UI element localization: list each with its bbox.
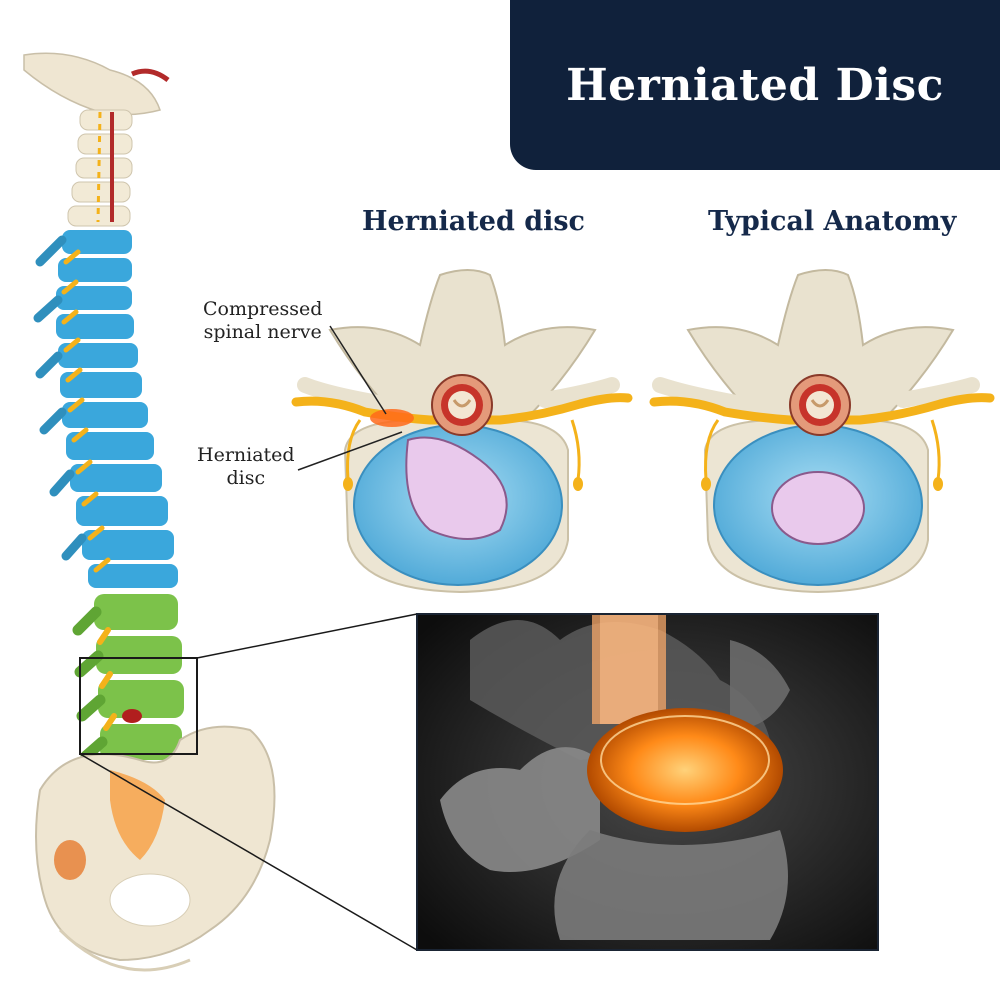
skull-base-shape [23, 52, 161, 116]
herniated-disc-heading: Herniated disc [362, 206, 586, 237]
title-banner: Herniated Disc [510, 0, 1000, 170]
herniated-disc-label-line1: Herniated [197, 444, 295, 466]
typical-cross-section [649, 269, 995, 594]
glowing-herniated-disc [587, 708, 783, 832]
compressed-nerve-label: Compressed spinal nerve [203, 298, 322, 344]
spine-model [23, 52, 276, 972]
xray-inset [416, 613, 879, 951]
herniated-disc-label: Herniated disc [197, 444, 295, 490]
vertebral-artery-top [130, 68, 170, 83]
disc-pointer-line [297, 431, 403, 471]
cervical-vertebrae [67, 109, 133, 227]
thoracic-vertebrae [33, 230, 178, 588]
compressed-nerve-highlight [370, 409, 414, 427]
herniated-cross-section [291, 269, 633, 594]
pelvis [35, 725, 276, 972]
disc-nucleus-typical [771, 471, 865, 545]
herniation-marker [122, 709, 142, 723]
zoom-connector-top [196, 613, 418, 659]
vertebral-arch [328, 269, 597, 421]
disc-nucleus-herniated [405, 436, 508, 540]
nerve-pointer-line [329, 325, 387, 415]
page-title: Herniated Disc [566, 59, 944, 111]
zoom-connector-bottom [79, 753, 418, 951]
compressed-nerve-label-line2: spinal nerve [203, 321, 322, 343]
compressed-nerve-label-line1: Compressed [203, 298, 323, 320]
typical-anatomy-heading: Typical Anatomy [708, 206, 957, 237]
vertebral-arch-typical [686, 269, 955, 421]
herniated-disc-label-line2: disc [226, 467, 266, 489]
zoom-highlight-box [79, 657, 198, 755]
lumbar-vertebrae [72, 594, 184, 773]
